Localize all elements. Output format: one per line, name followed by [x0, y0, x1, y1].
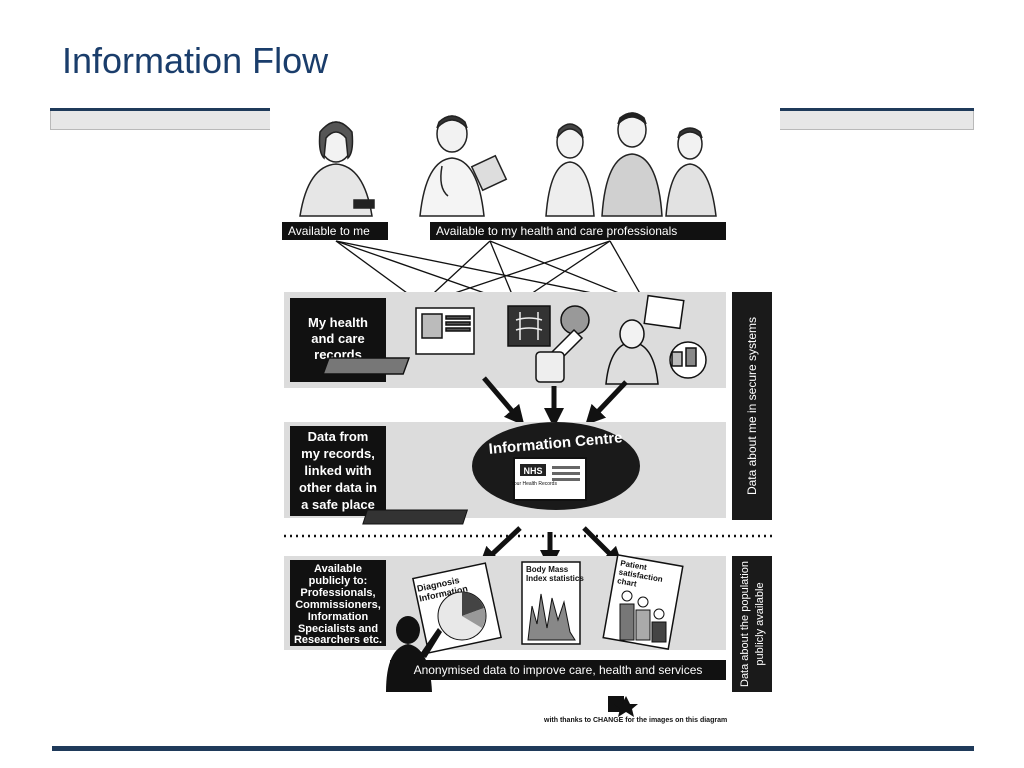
public-line-2: publicly to: [309, 575, 368, 587]
xray-icon [507, 305, 590, 383]
care-team-figures [545, 112, 717, 217]
secure-side-label: Data about me in secure systems [745, 317, 759, 495]
data-line-3: linked with [304, 463, 371, 478]
change-logo [608, 696, 638, 717]
information-flow-diagram: Available to me Available to my health a… [270, 108, 780, 734]
public-side-label-1: Data about the population [739, 561, 751, 687]
data-line-1: Data from [308, 429, 369, 444]
public-side-panel [732, 556, 772, 692]
public-line-5: Information [308, 611, 369, 623]
satisfaction-line-3: chart [617, 576, 638, 588]
arrows-to-outputs [478, 526, 624, 570]
public-line-7: Researchers etc. [294, 634, 382, 646]
public-line-3: Professionals, [300, 587, 375, 599]
label-me-box [282, 222, 388, 240]
nurse-documents-icon [605, 294, 707, 385]
doctor-figure [419, 115, 508, 217]
patient-figure [299, 121, 375, 217]
footer-rule [52, 746, 974, 751]
label-available-to-professionals: Available to my health and care professi… [436, 224, 677, 238]
secure-side-panel [732, 292, 772, 520]
arrows-to-centre [482, 376, 628, 428]
bmi-line-2: Index statistics [526, 574, 584, 583]
label-available-to-me: Available to me [288, 224, 370, 238]
anonymised-banner [390, 660, 726, 680]
anonymised-banner-text: Anonymised data to improve care, health … [414, 663, 703, 677]
public-line-1: Available [314, 563, 362, 575]
public-line-4: Commissioners, [295, 599, 381, 611]
satisfaction-chart-card: Patient satisfaction chart [602, 554, 684, 650]
bmi-statistics-card: Body Mass Index statistics [521, 561, 584, 645]
data-line-4: other data in [299, 480, 377, 495]
slide-title: Information Flow [62, 40, 329, 81]
public-box [290, 560, 386, 646]
records-line-1: My health [308, 315, 368, 330]
image-credit: with thanks to CHANGE for the images on … [543, 717, 727, 724]
public-line-6: Specialists and [298, 623, 378, 635]
public-side-label-2: publicly available [754, 582, 766, 665]
bmi-line-1: Body Mass [526, 565, 569, 574]
data-box [290, 426, 386, 516]
data-line-5: a safe place [301, 497, 375, 512]
diagnosis-info-card: Diagnosis Information [412, 562, 502, 654]
information-centre: Information Centre NHS Your Health Recor… [362, 422, 640, 525]
data-line-2: my records, [301, 446, 375, 461]
label-professionals-box [430, 222, 726, 240]
centre-screen-sub: Your Health Records [511, 481, 557, 487]
records-line-2: and care [311, 331, 364, 346]
computer-records-icon [322, 307, 475, 375]
centre-screen-logo: NHS [523, 466, 542, 476]
